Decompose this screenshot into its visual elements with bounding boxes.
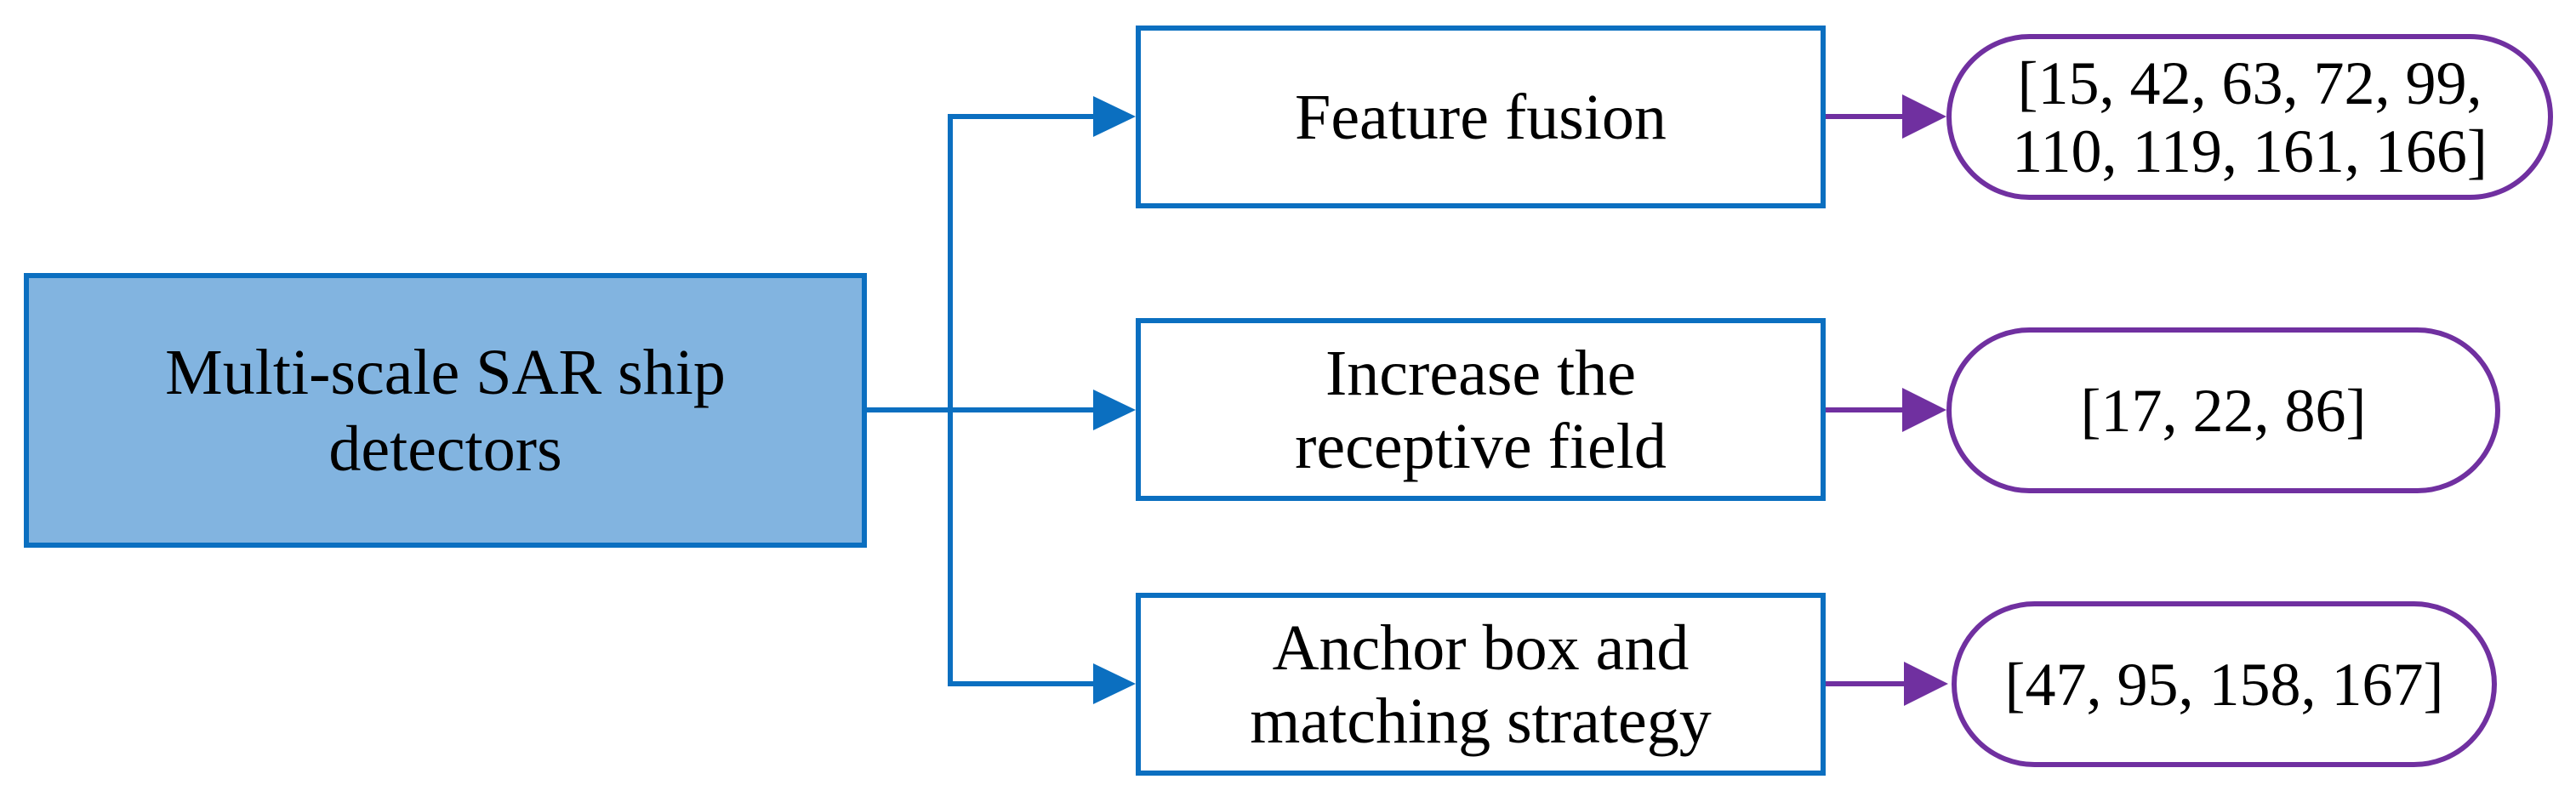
reference-node-feature-fusion: [15, 42, 63, 72, 99, 110, 119, 161, 166] (1946, 34, 2553, 200)
reference-node-anchor-box: [47, 95, 158, 167] (1952, 601, 2497, 767)
arrowhead-feature-fusion (1093, 96, 1136, 137)
method-node-anchor-box: Anchor box and matching strategy (1136, 593, 1826, 776)
ref-arrowhead-3 (1904, 662, 1948, 706)
ref-arrowhead-1 (1902, 94, 1946, 139)
method-node-receptive-field: Increase the receptive field (1136, 318, 1826, 501)
ref-arrowhead-2 (1902, 388, 1946, 432)
arrowhead-anchor-box (1093, 663, 1136, 704)
arrowhead-receptive-field (1093, 390, 1136, 430)
root-node-multi-scale-detectors: Multi-scale SAR ship detectors (24, 273, 867, 548)
method-node-feature-fusion: Feature fusion (1136, 26, 1826, 208)
reference-node-receptive-field: [17, 22, 86] (1946, 327, 2500, 493)
